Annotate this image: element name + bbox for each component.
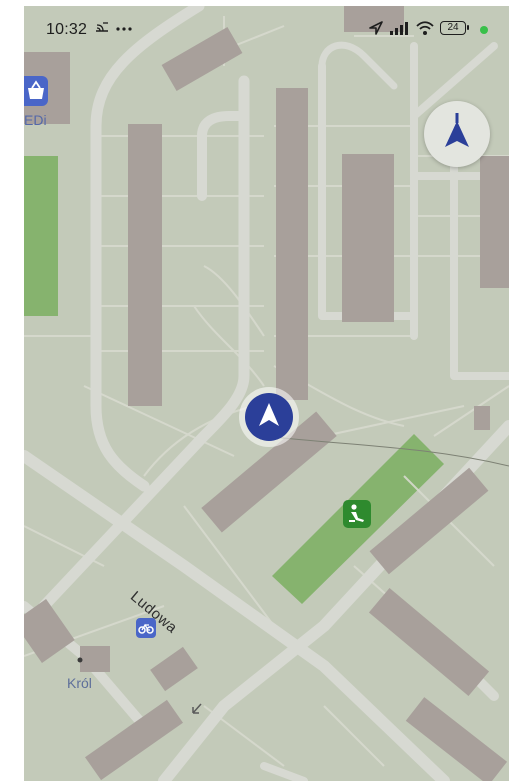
status-time: 10:32 [46, 21, 88, 38]
my-location-arrow-icon[interactable] [238, 386, 300, 448]
direction-arrow-icon [192, 703, 202, 714]
map-canvas[interactable] [24, 6, 509, 781]
shop-label: EDi [24, 112, 47, 128]
cast-icon [96, 22, 108, 32]
playground-icon[interactable] [342, 499, 372, 529]
signal-icon [390, 22, 408, 35]
park-area [24, 156, 58, 316]
battery-icon: 24 [440, 21, 469, 35]
phone-screen: Ludowa Król EDi 10:32 [24, 6, 509, 781]
location-arrow-icon [369, 21, 383, 35]
more-dots-icon [116, 27, 132, 31]
place-dot-icon [77, 657, 83, 663]
compass-north-icon [445, 113, 469, 147]
boundary-line [263, 435, 509, 467]
buildings [24, 6, 509, 781]
bicycle-icon[interactable] [136, 618, 156, 638]
active-dot-icon [480, 26, 488, 34]
status-bar: 10:32 24 [24, 6, 509, 50]
compass-button[interactable] [424, 101, 490, 167]
wifi-icon [416, 21, 434, 35]
place-label: Król [67, 675, 92, 691]
shopping-basket-icon[interactable] [24, 76, 48, 106]
